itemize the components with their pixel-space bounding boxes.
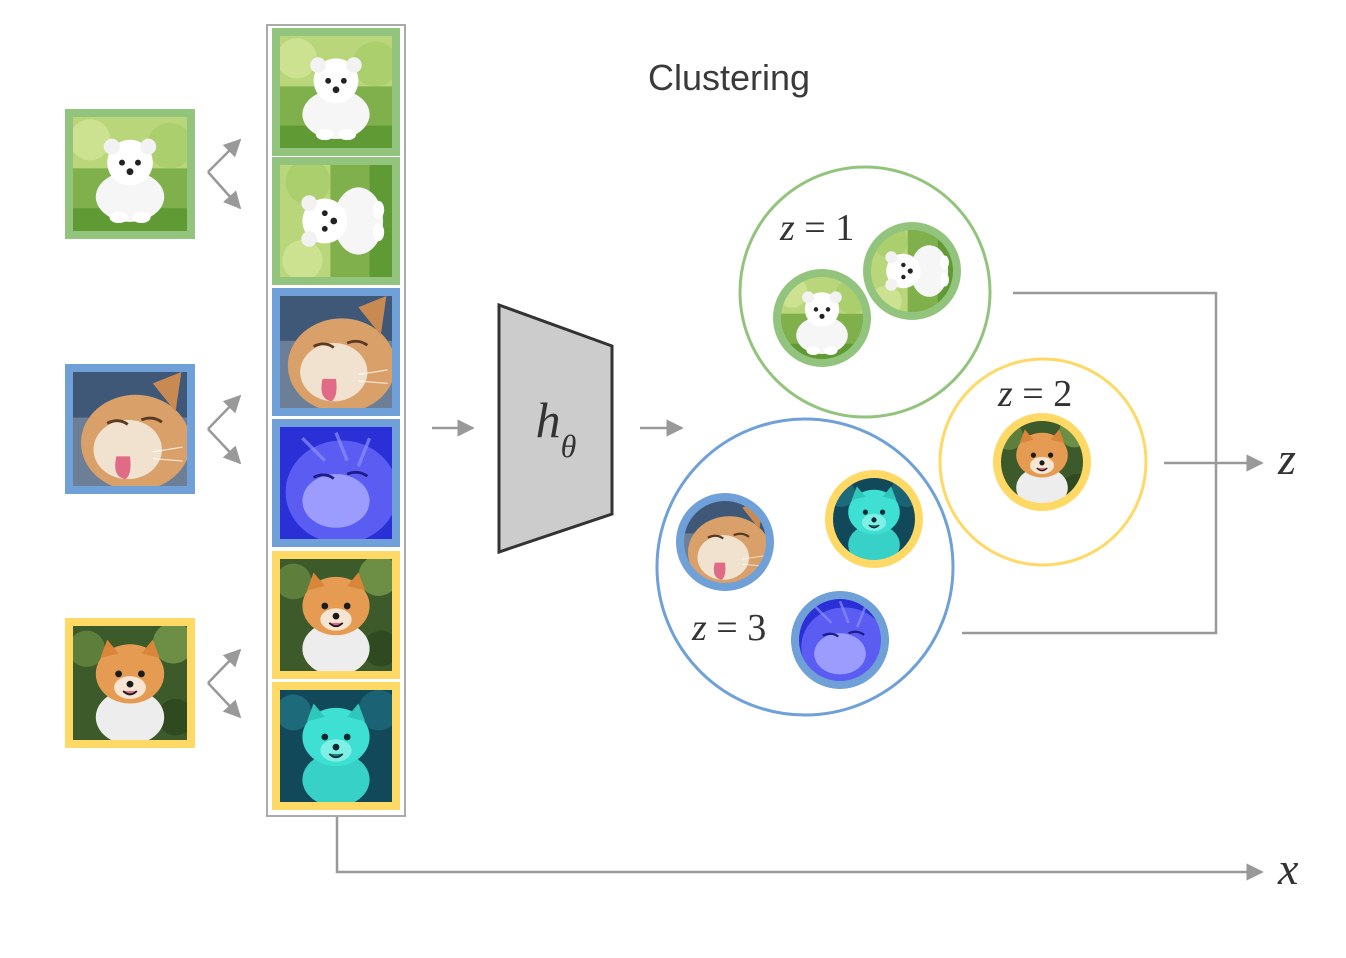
diagram-title: Clustering <box>648 57 810 98</box>
original-image-cat <box>65 364 195 494</box>
original-image-puppy <box>65 109 195 239</box>
cluster-2: z = 2 <box>938 357 1148 567</box>
svg-text:z = 2: z = 2 <box>997 373 1072 415</box>
cluster-2-eq: = <box>1013 373 1053 415</box>
cluster-3-value: 3 <box>747 607 766 649</box>
cluster-3-var: z <box>691 607 707 649</box>
cluster-1-eq: = <box>795 207 835 249</box>
encoder-subscript: θ <box>561 428 577 464</box>
augmented-cat-2 <box>280 427 392 539</box>
x-output-arrow <box>335 817 1264 881</box>
augmented-pomeranian-1 <box>280 559 392 671</box>
cluster-1-value: 1 <box>835 207 854 249</box>
x-label: x <box>1277 843 1299 894</box>
svg-text:z = 1: z = 1 <box>779 207 854 249</box>
augmented-puppy-2 <box>280 165 392 277</box>
cluster-1-var: z <box>779 207 795 249</box>
original-image-pomeranian <box>65 618 195 748</box>
cluster-2-var: z <box>997 373 1013 415</box>
svg-text:z = 3: z = 3 <box>691 607 766 649</box>
augmentation-arrows <box>207 138 242 719</box>
z-label: z <box>1277 433 1296 484</box>
cluster-3: z = 3 <box>655 417 955 717</box>
augmented-batch-column <box>266 24 406 817</box>
augmented-puppy-1 <box>280 36 392 148</box>
encoder-block: hθ <box>497 302 614 555</box>
augmented-pomeranian-2 <box>280 690 392 802</box>
svg-text:hθ: hθ <box>536 392 577 464</box>
cluster-1: z = 1 <box>738 165 992 419</box>
cluster-3-eq: = <box>707 607 747 649</box>
cluster-2-value: 2 <box>1053 373 1072 415</box>
encoder-symbol: h <box>536 392 561 448</box>
augmented-cat-1 <box>280 296 392 408</box>
